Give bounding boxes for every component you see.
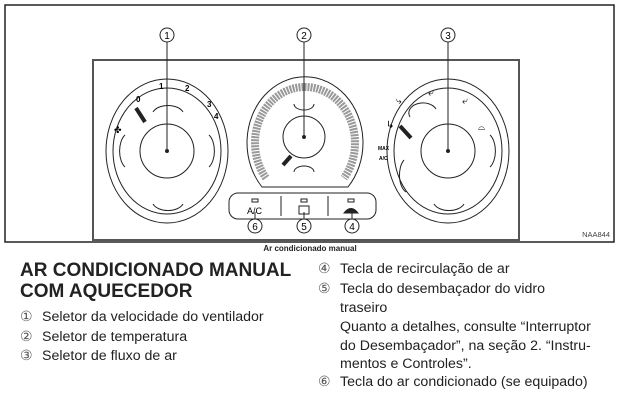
temperature-dial: [246, 76, 364, 188]
note-line: do Desembaçador”, na seção 2. “Instru-: [340, 337, 591, 354]
section-heading: AR CONDICIONADO MANUAL COM AQUECEDOR: [20, 260, 291, 302]
fan-label-4: 4: [214, 112, 219, 121]
fan-label-2: 2: [185, 84, 190, 93]
note-line: Quanto a detalhes, consulte “Interruptor: [340, 319, 591, 335]
mode-label-ac: A/C: [379, 156, 388, 162]
ac-button-label: A/C: [247, 206, 263, 216]
item-text: Tecla de recirculação de ar: [340, 261, 510, 277]
item-number: ③: [20, 348, 33, 364]
list-item: ① Seletor da velocidade do ventilador: [20, 308, 264, 327]
item-text: Seletor de temperatura: [42, 329, 188, 345]
item-number: ④: [318, 261, 331, 277]
callout-5: 5: [301, 222, 307, 233]
item-text: Seletor de fluxo de ar: [42, 348, 177, 364]
item-text: Tecla do desembaçador do vidro: [340, 281, 546, 297]
list-item: ⑤ Tecla do desembaçador do vidro: [318, 280, 545, 299]
fan-label-3: 3: [207, 100, 212, 109]
foot-defrost-icon: ⤶: [462, 96, 468, 107]
callout-6: 6: [252, 222, 258, 233]
fan-label-0: 0: [136, 95, 141, 104]
item-continuation: traseiro: [340, 300, 388, 316]
recirculation-icon: [342, 208, 360, 214]
note-line: mentos e Controles”.: [340, 356, 472, 372]
figure-caption: Ar condicionado manual: [263, 244, 357, 253]
callout-1: 1: [164, 31, 170, 42]
item-text: Tecla do ar condicionado (se equipado): [340, 374, 588, 390]
item-text: Seletor da velocidade do ventilador: [42, 309, 264, 325]
defrost-icon: ⌓: [478, 122, 485, 132]
ac-panel-diagram: 0 1 2 3 4 ✤ MAX A/C ↳ ⤷ ⤶ ⤶ ⌓ A/C 1 2 3 …: [4, 4, 615, 243]
face-vent-icon: ↳: [386, 120, 394, 131]
mode-label-max: MAX: [378, 146, 390, 152]
item-number: ⑥: [318, 374, 331, 390]
item-number: ①: [20, 309, 33, 325]
foot-vent-icon: ⤶: [428, 88, 434, 99]
list-item: ⑥ Tecla do ar condicionado (se equipado): [318, 373, 588, 392]
callout-2: 2: [301, 31, 307, 42]
list-item: ④ Tecla de recirculação de ar: [318, 260, 510, 279]
fan-icon: ✤: [114, 125, 122, 135]
list-item: ② Seletor de temperatura: [20, 328, 187, 347]
list-item: ③ Seletor de fluxo de ar: [20, 347, 177, 366]
callout-3: 3: [445, 31, 451, 42]
item-number: ②: [20, 329, 33, 345]
figure-code: NAA844: [582, 230, 610, 239]
item-note: Quanto a detalhes, consulte “Interruptor…: [340, 318, 620, 374]
item-number: ⑤: [318, 281, 331, 297]
bi-level-vent-icon: ⤷: [396, 96, 402, 107]
fan-label-1: 1: [159, 82, 164, 91]
heading-line-1: AR CONDICIONADO MANUAL: [20, 260, 292, 281]
button-group: [228, 192, 377, 220]
heading-line-2: COM AQUECEDOR: [20, 281, 193, 302]
figure-frame: [4, 4, 615, 243]
callout-4: 4: [349, 222, 355, 233]
panel-outline: [92, 59, 520, 241]
